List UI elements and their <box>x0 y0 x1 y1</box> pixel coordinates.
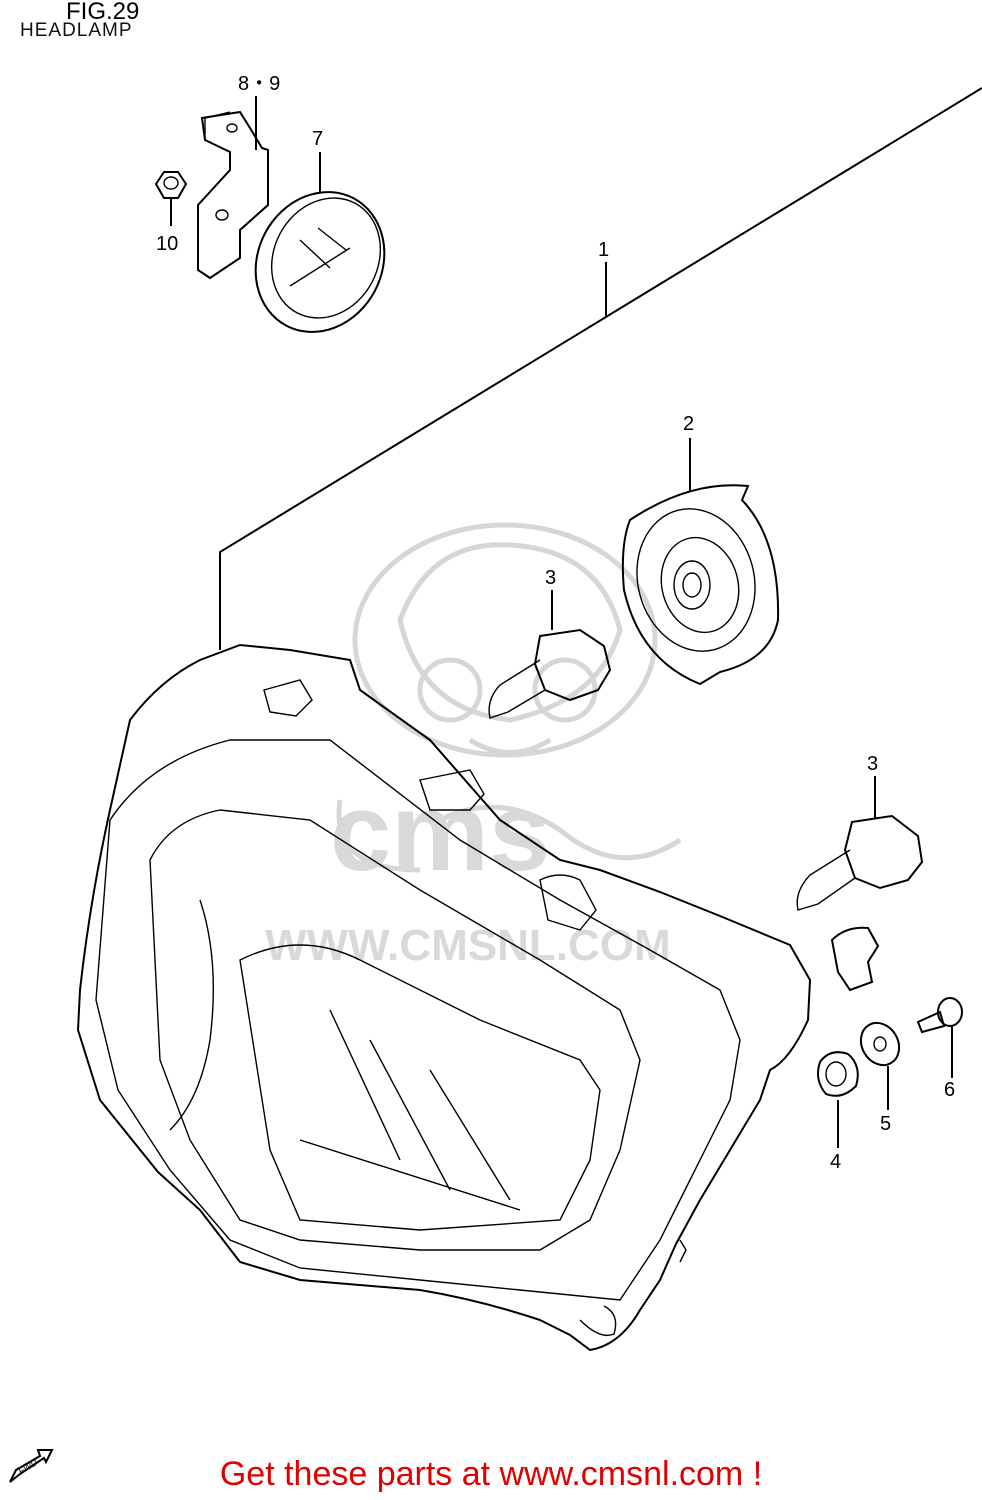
part-4-grommet <box>817 1051 859 1148</box>
callout-10: 10 <box>156 233 178 255</box>
part-3-bulb-upper <box>488 590 612 719</box>
watermark-url: WWW.CMSNL.COM <box>265 921 671 970</box>
part-6-screw <box>916 997 963 1078</box>
callout-1: 1 <box>598 239 609 261</box>
socket-connector <box>830 926 880 992</box>
fwd-arrow-icon: FWD <box>9 1449 54 1483</box>
part-5-washer <box>859 1021 901 1110</box>
callout-7: 7 <box>312 128 323 150</box>
figure-number: FIG.29 <box>66 0 140 25</box>
leader-1 <box>219 87 982 650</box>
part-3-bulb-lower <box>796 776 924 911</box>
callout-5: 5 <box>880 1113 891 1135</box>
part-2-socket-cover <box>621 438 780 686</box>
callout-8-9: 8・9 <box>238 73 280 95</box>
part-8-9-bracket <box>197 96 269 280</box>
callout-3-upper: 3 <box>545 567 556 589</box>
footer-link-text[interactable]: Get these parts at www.cmsnl.com ! <box>219 1455 763 1493</box>
part-1-headlamp-assembly <box>76 643 812 1352</box>
callout-2: 2 <box>683 413 694 435</box>
part-10-nut <box>154 171 188 226</box>
figure-title: HEADLAMP <box>20 20 133 41</box>
callout-4: 4 <box>830 1151 841 1173</box>
part-7-cap <box>254 152 386 333</box>
watermark-logo: cms WWW.CMSNL.COM <box>265 522 682 970</box>
callout-3-lower: 3 <box>867 753 878 775</box>
callout-6: 6 <box>944 1079 955 1101</box>
watermark-brand: cms <box>330 771 550 894</box>
